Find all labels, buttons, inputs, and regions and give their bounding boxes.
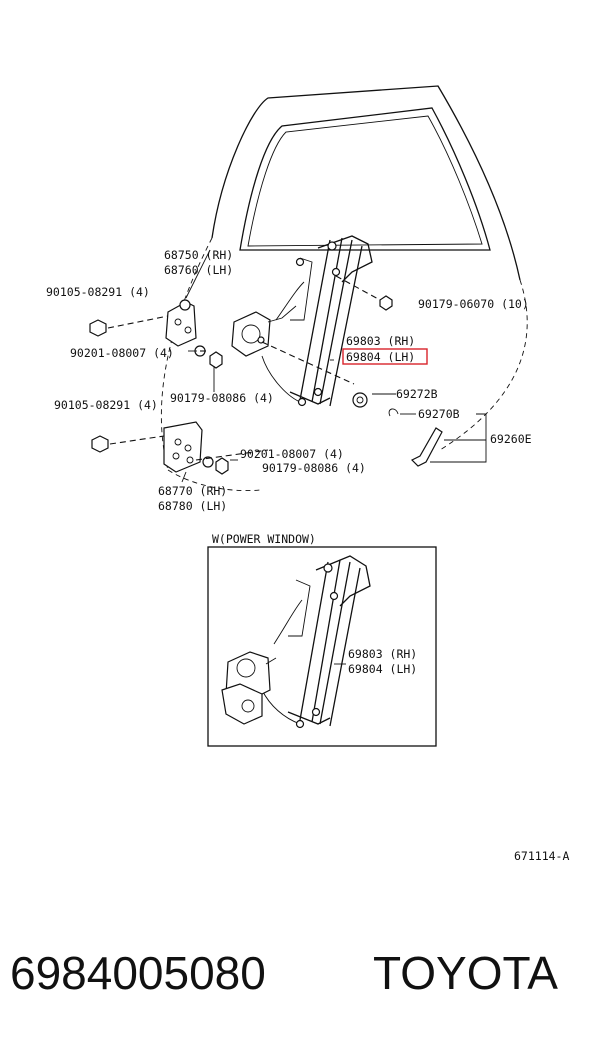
label-bolt-lower: 90105-08291 (4) [54,398,158,412]
label-hinge-upper-lh: 68760 (LH) [164,263,233,277]
label-regulator-lh: 69804 (LH) [346,350,415,364]
label-nut-upper-b: 90179-08086 (4) [170,391,274,405]
callout-labels: 68750 (RH) 68760 (LH) 90105-08291 (4) 90… [46,248,532,513]
label-bolt-upper: 90105-08291 (4) [46,285,150,299]
inset-title: W(POWER WINDOW) [212,532,316,546]
window-regulator [231,235,373,407]
label-hinge-lower-lh: 68780 (LH) [158,499,227,513]
fasteners [89,295,443,475]
label-nut-lower-b: 90179-08086 (4) [262,461,366,475]
inset-label-lh: 69804 (LH) [348,662,417,676]
label-69260e: 69260E [490,432,532,446]
label-hinge-lower-rh: 68770 (RH) [158,484,227,498]
highlight-box [342,348,428,365]
label-nut-lower: 90201-08007 (4) [240,447,344,461]
inset-frame [207,546,437,747]
label-hinge-upper-rh: 68750 (RH) [164,248,233,262]
label-69272b: 69272B [396,387,438,401]
upper-hinge [165,299,197,347]
power-window-inset: W(POWER WINDOW) 69803 (RH) 69804 (LH) [207,532,437,747]
inset-label-rh: 69803 (RH) [348,647,417,661]
door-outline [160,85,528,492]
lower-hinge [163,421,203,473]
figure-code: 671114-A [514,849,569,863]
label-nut-upper: 90201-08007 (4) [70,346,174,360]
label-regulator-rh: 69803 (RH) [346,334,415,348]
part-number: 6984005080 [10,947,266,999]
leader-lines [107,249,487,483]
label-69270b: 69270B [418,407,460,421]
brand-name: TOYOTA [373,947,558,999]
label-bolt-right: 90179-06070 (10) [418,297,529,311]
